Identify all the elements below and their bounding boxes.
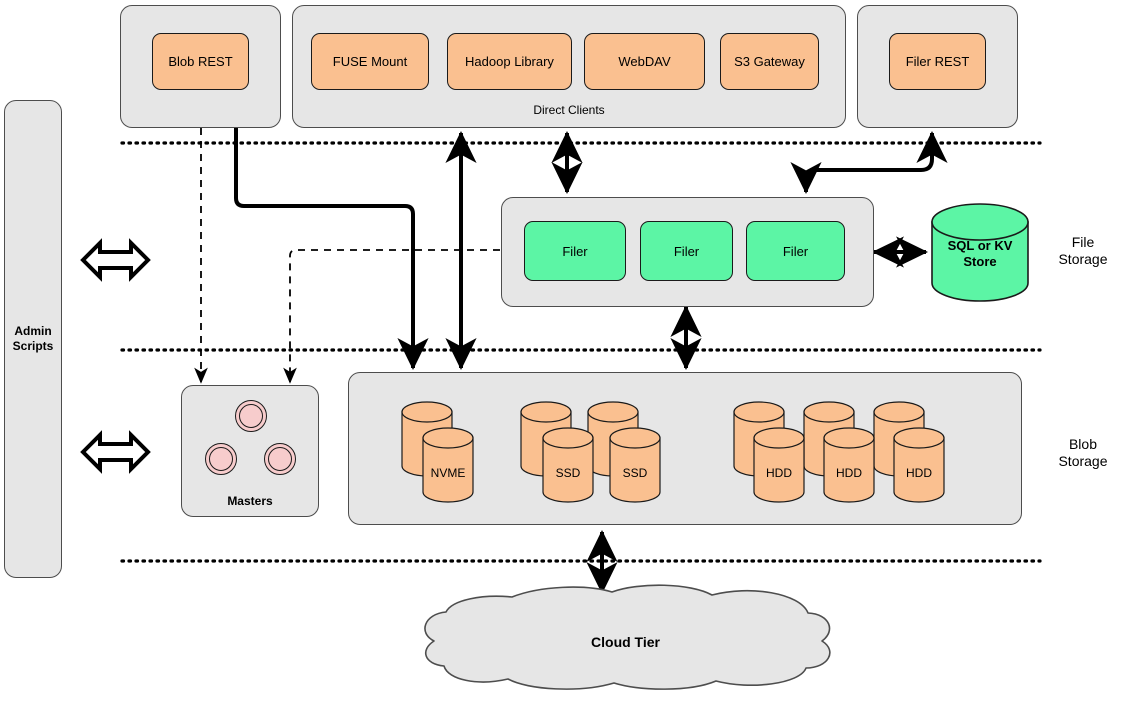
masters-label: Masters — [227, 494, 273, 508]
filer-node-3-label: Filer — [782, 243, 809, 259]
connector-filerrest-filers — [790, 131, 948, 194]
hadoop-library-node[interactable]: Hadoop Library — [447, 33, 572, 90]
hdd-cylinder-front-1[interactable] — [753, 427, 805, 503]
s3-gateway-node[interactable]: S3 Gateway — [720, 33, 819, 90]
admin-arrow-blob-storage — [80, 430, 151, 474]
hadoop-library-label: Hadoop Library — [465, 54, 554, 69]
fuse-mount-node[interactable]: FUSE Mount — [311, 33, 429, 90]
sql-kv-store-label: SQL or KV Store — [947, 238, 1013, 270]
filer-node-3[interactable]: Filer — [746, 221, 845, 281]
filer-rest-node[interactable]: Filer REST — [889, 33, 986, 90]
master-node-1[interactable] — [235, 400, 267, 432]
file-storage-side-label: File Storage — [1058, 233, 1108, 268]
filer-node-2[interactable]: Filer — [640, 221, 733, 281]
fuse-mount-label: FUSE Mount — [332, 54, 408, 69]
filer-node-1[interactable]: Filer — [524, 221, 626, 281]
ssd-cylinder-front-2[interactable] — [609, 427, 661, 503]
s3-gateway-label: S3 Gateway — [734, 54, 805, 69]
admin-arrow-file-storage — [80, 238, 151, 282]
master-node-3[interactable] — [264, 443, 296, 475]
hdd-cylinder-front-3[interactable] — [893, 427, 945, 503]
webdav-node[interactable]: WebDAV — [584, 33, 705, 90]
master-node-2[interactable] — [205, 443, 237, 475]
blob-storage-side-label: Blob Storage — [1058, 435, 1108, 470]
connector-filer-masters — [283, 249, 500, 384]
webdav-label: WebDAV — [618, 54, 671, 69]
admin-scripts-label: Admin Scripts — [12, 324, 54, 353]
filer-rest-label: Filer REST — [905, 54, 970, 69]
admin-scripts-panel[interactable]: Admin Scripts — [4, 100, 62, 578]
connector-blobrest-volumes — [234, 128, 429, 370]
blob-rest-node[interactable]: Blob REST — [152, 33, 249, 90]
hdd-cylinder-front-2[interactable] — [823, 427, 875, 503]
filer-node-1-label: Filer — [562, 243, 588, 259]
ssd-cylinder-front-1[interactable] — [542, 427, 594, 503]
direct-clients-caption: Direct Clients — [533, 103, 605, 117]
nvme-cylinder-front[interactable] — [422, 427, 474, 503]
filer-node-2-label: Filer — [673, 243, 700, 259]
cloud-tier-label: Cloud Tier — [591, 634, 660, 650]
blob-rest-label: Blob REST — [168, 54, 233, 69]
